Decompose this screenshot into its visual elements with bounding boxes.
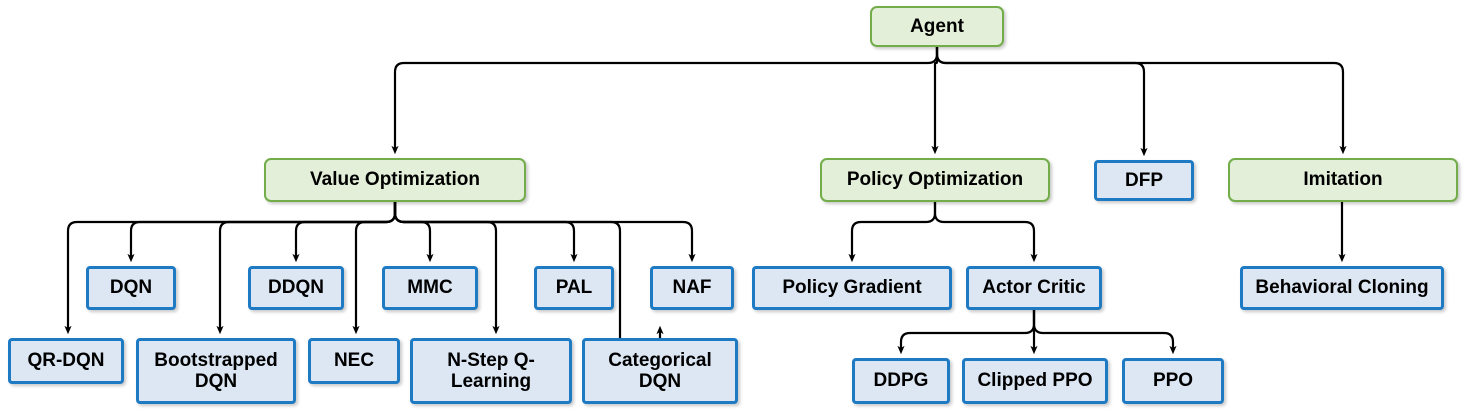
node-label: PPO — [1152, 370, 1194, 392]
edge-agent-to-dfp — [935, 47, 1148, 157]
node-n-step-q-learning[interactable]: N-Step Q-Learning — [410, 338, 572, 404]
node-label: Policy Gradient — [782, 277, 922, 299]
node-imitation[interactable]: Imitation — [1228, 158, 1458, 202]
node-value-optimization[interactable]: Value Optimization — [264, 158, 526, 202]
node-bootstrapped-dqn[interactable]: Bootstrapped DQN — [136, 338, 296, 404]
node-nec[interactable]: NEC — [308, 338, 400, 384]
node-label: NEC — [333, 350, 375, 372]
node-actor-critic[interactable]: Actor Critic — [966, 266, 1102, 310]
node-clipped-ppo[interactable]: Clipped PPO — [962, 358, 1108, 404]
node-label: NAF — [672, 277, 712, 299]
node-label: Agent — [910, 15, 964, 37]
edge-value-optimization-to-mmc — [393, 202, 434, 263]
node-label: DDPG — [873, 370, 929, 392]
node-label: DFP — [1125, 169, 1163, 191]
node-label: Actor Critic — [982, 277, 1086, 299]
node-naf[interactable]: NAF — [650, 266, 734, 310]
node-label: Behavioral Cloning — [1255, 277, 1429, 299]
edge-value-optimization-to-dqn — [127, 202, 397, 263]
edge-value-optimization-to-ddqn — [292, 202, 397, 263]
edge-value-optimization-to-naf — [393, 202, 696, 263]
node-label: Clipped PPO — [977, 370, 1093, 392]
node-agent[interactable]: Agent — [870, 6, 1004, 47]
node-label: N-Step Q-Learning — [447, 349, 535, 392]
edge-agent-to-imitation — [935, 47, 1347, 155]
node-qr-dqn[interactable]: QR-DQN — [8, 338, 124, 384]
edge-policy-optimization-to-policy-gradient — [848, 202, 937, 263]
node-mmc[interactable]: MMC — [382, 266, 478, 310]
edge-agent-to-policy-optimization — [931, 47, 939, 155]
edge-policy-optimization-to-actor-critic — [933, 202, 1038, 263]
node-ddpg[interactable]: DDPG — [852, 358, 950, 404]
edge-agent-to-value-optimization — [391, 47, 939, 155]
node-ddqn[interactable]: DDQN — [248, 266, 344, 310]
node-label: QR-DQN — [27, 350, 105, 372]
node-ppo[interactable]: PPO — [1122, 358, 1224, 404]
node-label: Policy Optimization — [846, 169, 1024, 191]
node-label: Bootstrapped DQN — [154, 349, 278, 392]
node-label: Value Optimization — [310, 169, 480, 191]
node-label: DQN — [109, 277, 153, 299]
node-pal[interactable]: PAL — [534, 266, 614, 310]
edge-actor-critic-to-ppo — [1032, 310, 1177, 355]
node-categorical-dqn[interactable]: Categorical DQN — [582, 338, 738, 404]
node-label: Categorical DQN — [608, 349, 712, 392]
edge-actor-critic-to-ddpg — [897, 310, 1036, 355]
edge-value-optimization-to-pal — [393, 202, 578, 263]
node-policy-optimization[interactable]: Policy Optimization — [820, 158, 1050, 202]
node-label: Imitation — [1303, 169, 1383, 191]
node-label: MMC — [407, 277, 453, 299]
node-behavioral-cloning[interactable]: Behavioral Cloning — [1240, 266, 1444, 310]
node-label: PAL — [555, 277, 593, 299]
node-dqn[interactable]: DQN — [86, 266, 176, 310]
node-label: DDQN — [268, 277, 324, 299]
node-policy-gradient[interactable]: Policy Gradient — [752, 266, 952, 310]
node-dfp[interactable]: DFP — [1094, 160, 1194, 201]
